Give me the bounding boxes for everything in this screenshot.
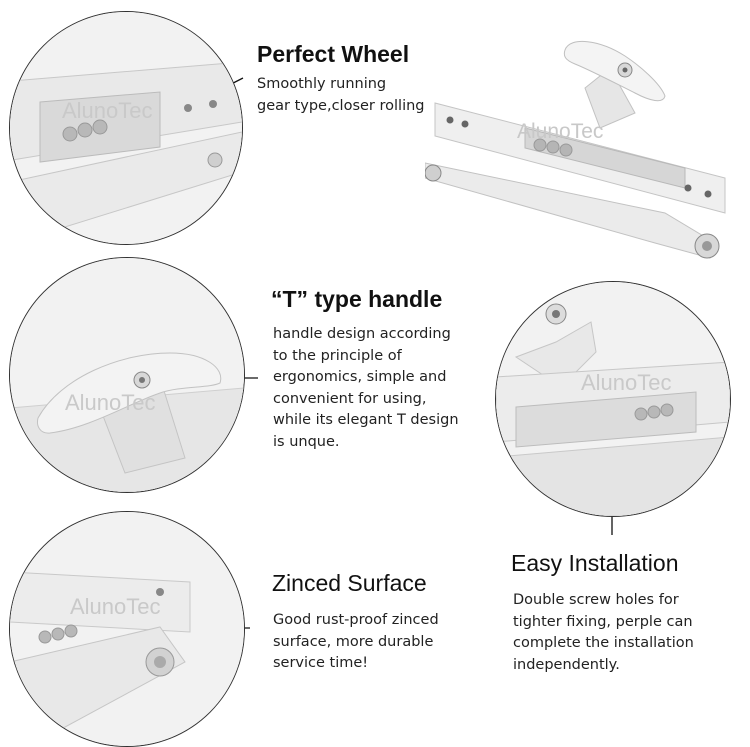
desc-line: handle design according xyxy=(273,326,451,342)
desc-line: tighter fixing, perple can xyxy=(513,613,693,630)
handle-closeup-image: AlunoTec xyxy=(10,258,244,492)
desc-line: complete the installation xyxy=(513,635,694,651)
feature-title-installation: Easy Installation xyxy=(511,550,679,576)
desc-line: surface, more durable xyxy=(273,633,434,650)
watermark: AlunoTec xyxy=(517,120,603,143)
feature-title-zinced: Zinced Surface xyxy=(272,570,427,596)
desc-line: gear type,closer rolling xyxy=(257,97,425,114)
feature-title-handle: “T” type handle xyxy=(271,286,443,312)
wheel-closeup-image: AlunoTec xyxy=(10,12,242,244)
watermark: AlunoTec xyxy=(62,98,153,123)
detail-circle-handle: AlunoTec xyxy=(9,257,245,493)
zinced-closeup-image: AlunoTec xyxy=(10,512,244,746)
feature-desc-wheel: Smoothly running gear type,closer rollin… xyxy=(257,74,425,117)
desc-line: while its elegant T design xyxy=(273,412,459,428)
desc-line: is unque. xyxy=(273,433,340,450)
feature-desc-installation: Double screw holes for tighter fixing, p… xyxy=(513,590,694,676)
detail-circle-zinced: AlunoTec xyxy=(9,511,245,747)
feature-desc-handle: handle design according to the principle… xyxy=(273,324,459,453)
desc-line: independently. xyxy=(513,656,620,673)
desc-line: Good rust-proof zinced xyxy=(273,612,439,628)
product-main-image: AlunoTec xyxy=(425,40,726,259)
installation-closeup-image: AlunoTec xyxy=(496,282,730,516)
desc-line: ergonomics, simple and xyxy=(273,369,447,385)
feature-desc-zinced: Good rust-proof zinced surface, more dur… xyxy=(273,610,439,675)
detail-circle-wheel: AlunoTec xyxy=(9,11,243,245)
desc-line: to the principle of xyxy=(273,347,402,364)
detail-circle-installation: AlunoTec xyxy=(495,281,731,517)
desc-line: convenient for using, xyxy=(273,390,427,407)
desc-line: Double screw holes for xyxy=(513,592,679,608)
desc-line: service time! xyxy=(273,655,369,671)
desc-line: Smoothly running xyxy=(257,76,387,92)
watermark: AlunoTec xyxy=(581,370,672,395)
watermark: AlunoTec xyxy=(65,390,156,415)
feature-title-wheel: Perfect Wheel xyxy=(257,41,410,67)
watermark: AlunoTec xyxy=(70,594,161,619)
